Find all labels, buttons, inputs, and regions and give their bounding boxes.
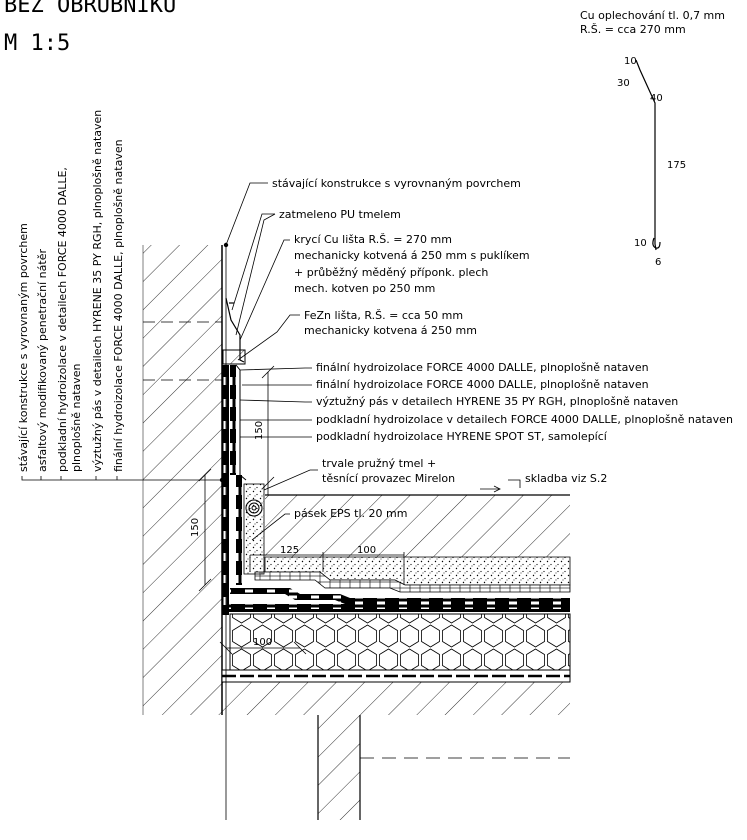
label-cu-strip-2: mechanicky kotvená á 250 mm s puklíkem: [294, 249, 530, 262]
label-fezn-strip-2: mechanicky kotvena á 250 mm: [304, 324, 477, 337]
label-cu-strip-4: mech. kotven po 250 mm: [294, 282, 435, 295]
label-sealant-2: těsnící provazec Mirelon: [322, 472, 455, 485]
label-pu-sealant: zatmeleno PU tmelem: [279, 208, 401, 221]
existing-slab: [221, 669, 571, 820]
label-eps-strip: pásek EPS tl. 20 mm: [294, 507, 407, 520]
label-base-membrane: podkladní hydroizolace HYRENE SPOT ST, s…: [316, 430, 608, 443]
svg-text:150: 150: [254, 421, 265, 440]
drawing-title: BEZ OBRUBNÍKU M 1:5: [4, 0, 176, 56]
horizontal-membranes: [222, 588, 570, 612]
label-final-membrane-2: finální hydroizolace FORCE 4000 DALLE, p…: [316, 378, 649, 391]
svg-text:40: 40: [650, 93, 663, 104]
thermal-insulation: [229, 613, 571, 671]
roof-topping: [265, 494, 570, 557]
label-reinforcement: výztužný pás v detailech HYRENE 35 PY RG…: [316, 395, 678, 408]
dimension-values: 150 150 125 100 100: [190, 421, 376, 648]
vlabel-existing-structure: stávající konstrukce s vyrovnaným povrch…: [17, 223, 30, 472]
svg-text:125: 125: [280, 545, 299, 556]
vlabel-primer: asfaltový modifikovaný penetrační nátěr: [36, 249, 49, 472]
label-final-membrane-1: finální hydroizolace FORCE 4000 DALLE, p…: [316, 361, 649, 374]
svg-text:R.Š. = cca 270 mm: R.Š. = cca 270 mm: [580, 23, 686, 36]
gravel-layer: [264, 556, 571, 586]
label-existing-structure: stávající konstrukce s vyrovnaným povrch…: [272, 177, 521, 190]
svg-text:BEZ OBRUBNÍKU: BEZ OBRUBNÍKU: [4, 0, 176, 18]
flashing-spec: Cu oplechování tl. 0,7 mm R.Š. = cca 270…: [580, 9, 725, 36]
dimension-lines: [198, 365, 405, 655]
svg-text:M 1:5: M 1:5: [4, 31, 70, 56]
vlabel-reinforcement: výztužný pás v detailech HYRENE 35 PY RG…: [91, 110, 104, 472]
svg-text:Cu oplechování tl. 0,7 mm: Cu oplechování tl. 0,7 mm: [580, 9, 725, 22]
svg-text:100: 100: [253, 637, 272, 648]
vlabel-final-membrane: finální hydroizolace FORCE 4000 DALLE, p…: [112, 139, 125, 472]
cu-flashing: [225, 297, 245, 363]
left-annotations: stávající konstrukce s vyrovnaným povrch…: [17, 110, 125, 472]
svg-text:150: 150: [190, 518, 201, 537]
svg-text:6: 6: [655, 257, 661, 268]
label-base-membrane-details: podkladní hydroizolace v detailech FORCE…: [316, 413, 733, 426]
svg-text:10: 10: [624, 56, 637, 67]
svg-text:30: 30: [617, 78, 630, 89]
leader-lines: [223, 182, 521, 541]
svg-text:10: 10: [634, 238, 647, 249]
label-cu-strip-3: + průběžný měděný příponk. plech: [294, 266, 488, 279]
mirelon-rope: [245, 499, 263, 517]
profile-dimensions: 10 30 40 175 10 6: [617, 56, 686, 268]
left-leader-lines: [21, 476, 225, 483]
vlabel-base-membrane-2: plnoplošně nataven: [70, 363, 83, 472]
svg-text:175: 175: [667, 160, 686, 171]
protection-layer: [254, 571, 571, 593]
flashing-profile: [635, 59, 661, 251]
svg-text:100: 100: [357, 545, 376, 556]
label-fezn-strip-1: FeZn lišta, R.Š. = cca 50 mm: [304, 309, 463, 322]
vlabel-base-membrane-1: podkladní hydroizolace v detailech FORCE…: [56, 167, 69, 472]
right-annotations: stávající konstrukce s vyrovnaným povrch…: [272, 177, 733, 520]
label-composition: skladba viz S.2: [525, 472, 607, 485]
label-cu-strip-1: krycí Cu lišta R.Š. = 270 mm: [294, 233, 452, 246]
label-sealant-1: trvale pružný tmel +: [322, 457, 436, 470]
